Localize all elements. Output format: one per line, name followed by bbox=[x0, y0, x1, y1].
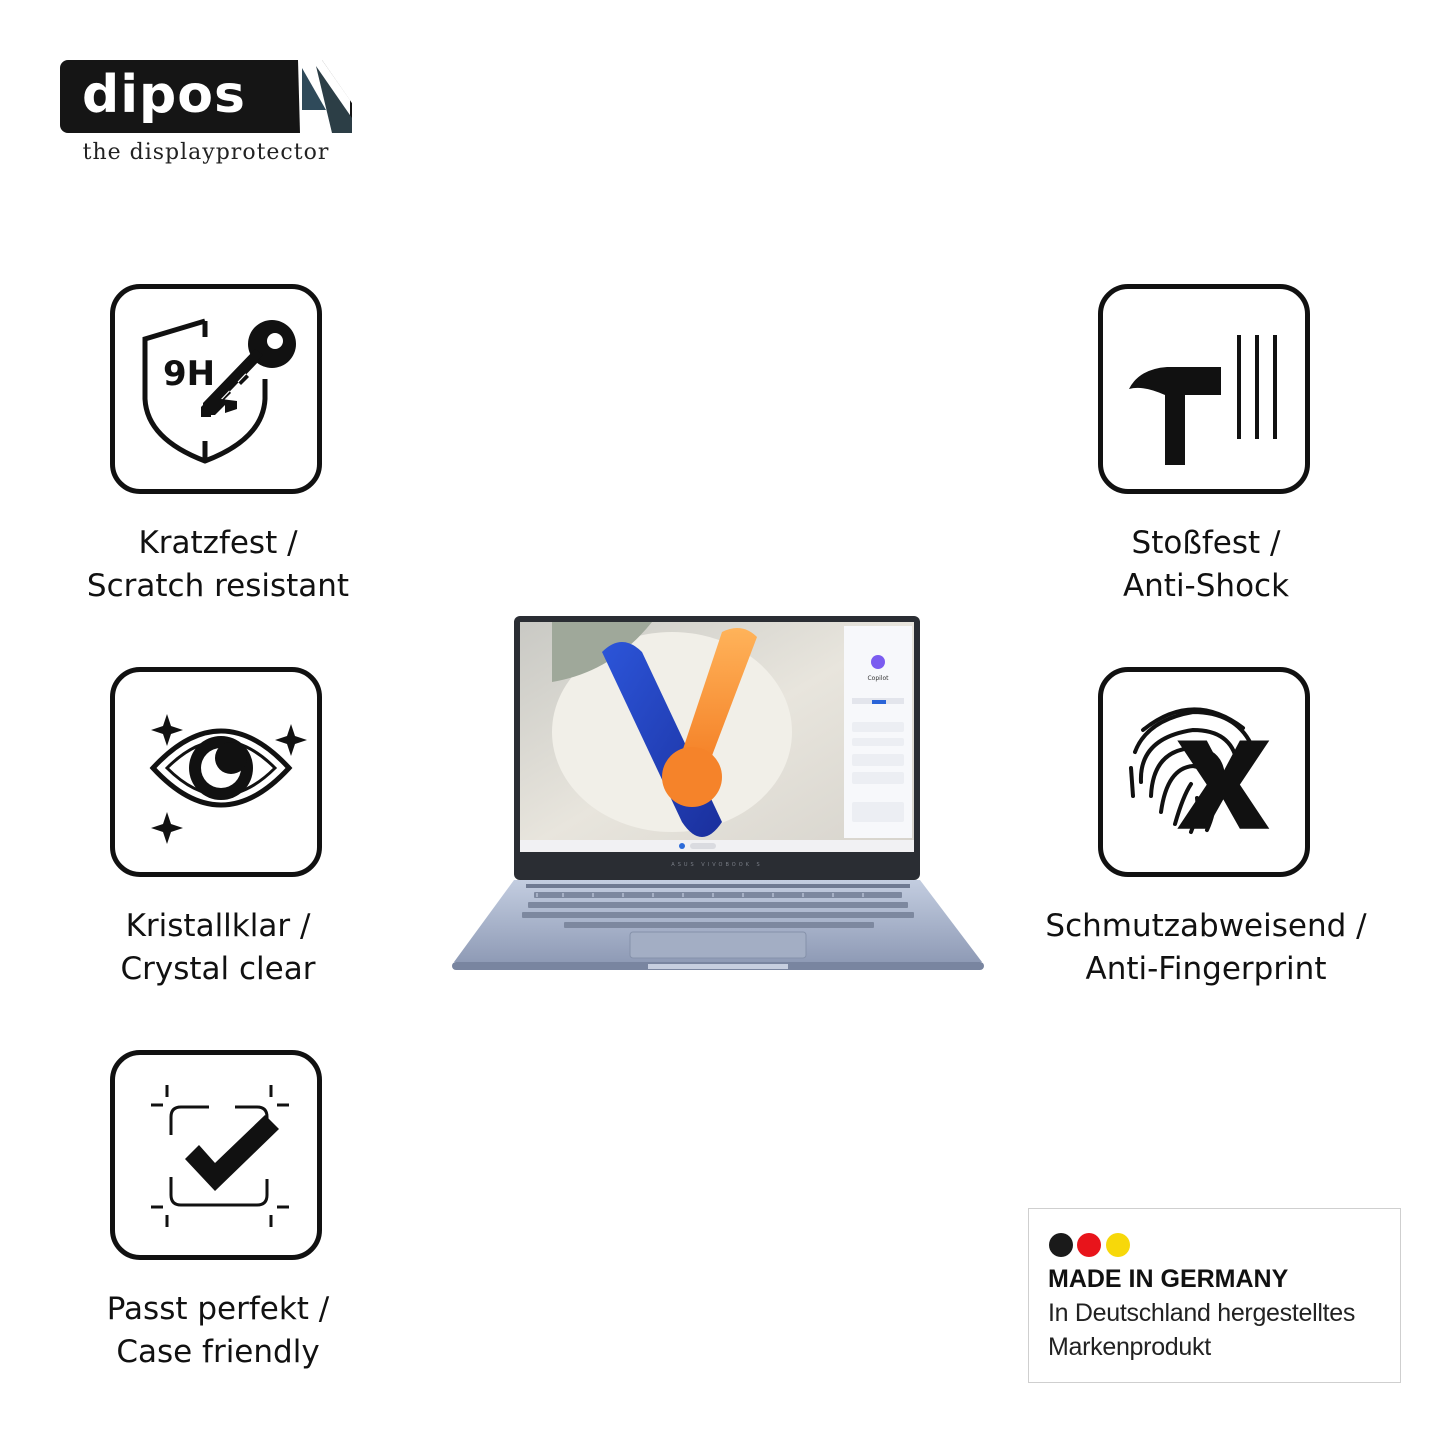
caption-line-de: Schmutzabweisend / bbox=[1045, 908, 1367, 944]
caption-line-en: Anti-Fingerprint bbox=[1085, 951, 1327, 987]
caption-line-en: Anti-Shock bbox=[1122, 568, 1290, 604]
caption-line-en: Scratch resistant bbox=[86, 568, 350, 604]
feature-tile-shock bbox=[1098, 284, 1310, 494]
hammer-impact-icon bbox=[1129, 335, 1277, 465]
laptop-image: Copilot ASUS VIVOBOOK S bbox=[452, 616, 984, 970]
caption-line-en: Case friendly bbox=[116, 1334, 320, 1370]
brand-logo: dipos the displayprotector bbox=[60, 60, 355, 175]
feature-caption-fit: Passt perfekt / Case friendly bbox=[8, 1288, 428, 1374]
feature-caption-scratch: Kratzfest / Scratch resistant bbox=[8, 522, 428, 608]
logo-tagline: the displayprotector bbox=[82, 140, 330, 165]
eye-sparkle-icon bbox=[149, 714, 307, 844]
caption-line-de: Passt perfekt / bbox=[106, 1291, 330, 1327]
peel-corner-icon bbox=[298, 60, 354, 133]
frame-check-icon bbox=[151, 1085, 289, 1227]
svg-text:ASUS VIVOBOOK S: ASUS VIVOBOOK S bbox=[671, 862, 762, 868]
flag-dot-red bbox=[1077, 1233, 1101, 1257]
feature-tile-scratch: 9H bbox=[110, 284, 322, 494]
feature-caption-fingerprint: Schmutzabweisend / Anti-Fingerprint bbox=[996, 905, 1416, 991]
fingerprint-x-icon bbox=[1129, 707, 1270, 834]
badge-subtitle-line2: Markenprodukt bbox=[1048, 1333, 1211, 1361]
caption-line-en: Crystal clear bbox=[120, 951, 316, 987]
feature-tile-clear bbox=[110, 667, 322, 877]
svg-text:Copilot: Copilot bbox=[867, 675, 889, 682]
caption-line-de: Kratzfest / bbox=[138, 525, 298, 561]
badge-title: MADE IN GERMANY bbox=[1048, 1265, 1289, 1293]
shield-key-9h-icon: 9H bbox=[142, 318, 296, 464]
flag-dot-black bbox=[1049, 1233, 1073, 1257]
logo-box: dipos bbox=[60, 60, 354, 133]
svg-text:9H: 9H bbox=[163, 354, 215, 394]
made-in-germany-badge: MADE IN GERMANY In Deutschland hergestel… bbox=[1028, 1208, 1401, 1383]
flag-dot-gold bbox=[1106, 1233, 1130, 1257]
badge-subtitle-line1: In Deutschland hergestelltes bbox=[1048, 1299, 1356, 1327]
feature-caption-shock: Stoßfest / Anti-Shock bbox=[996, 522, 1416, 608]
caption-line-de: Kristallklar / bbox=[125, 908, 311, 944]
logo-wordmark: dipos bbox=[82, 65, 246, 125]
feature-tile-fit bbox=[110, 1050, 322, 1260]
feature-tile-fingerprint bbox=[1098, 667, 1310, 877]
caption-line-de: Stoßfest / bbox=[1131, 525, 1281, 561]
feature-caption-clear: Kristallklar / Crystal clear bbox=[8, 905, 428, 991]
